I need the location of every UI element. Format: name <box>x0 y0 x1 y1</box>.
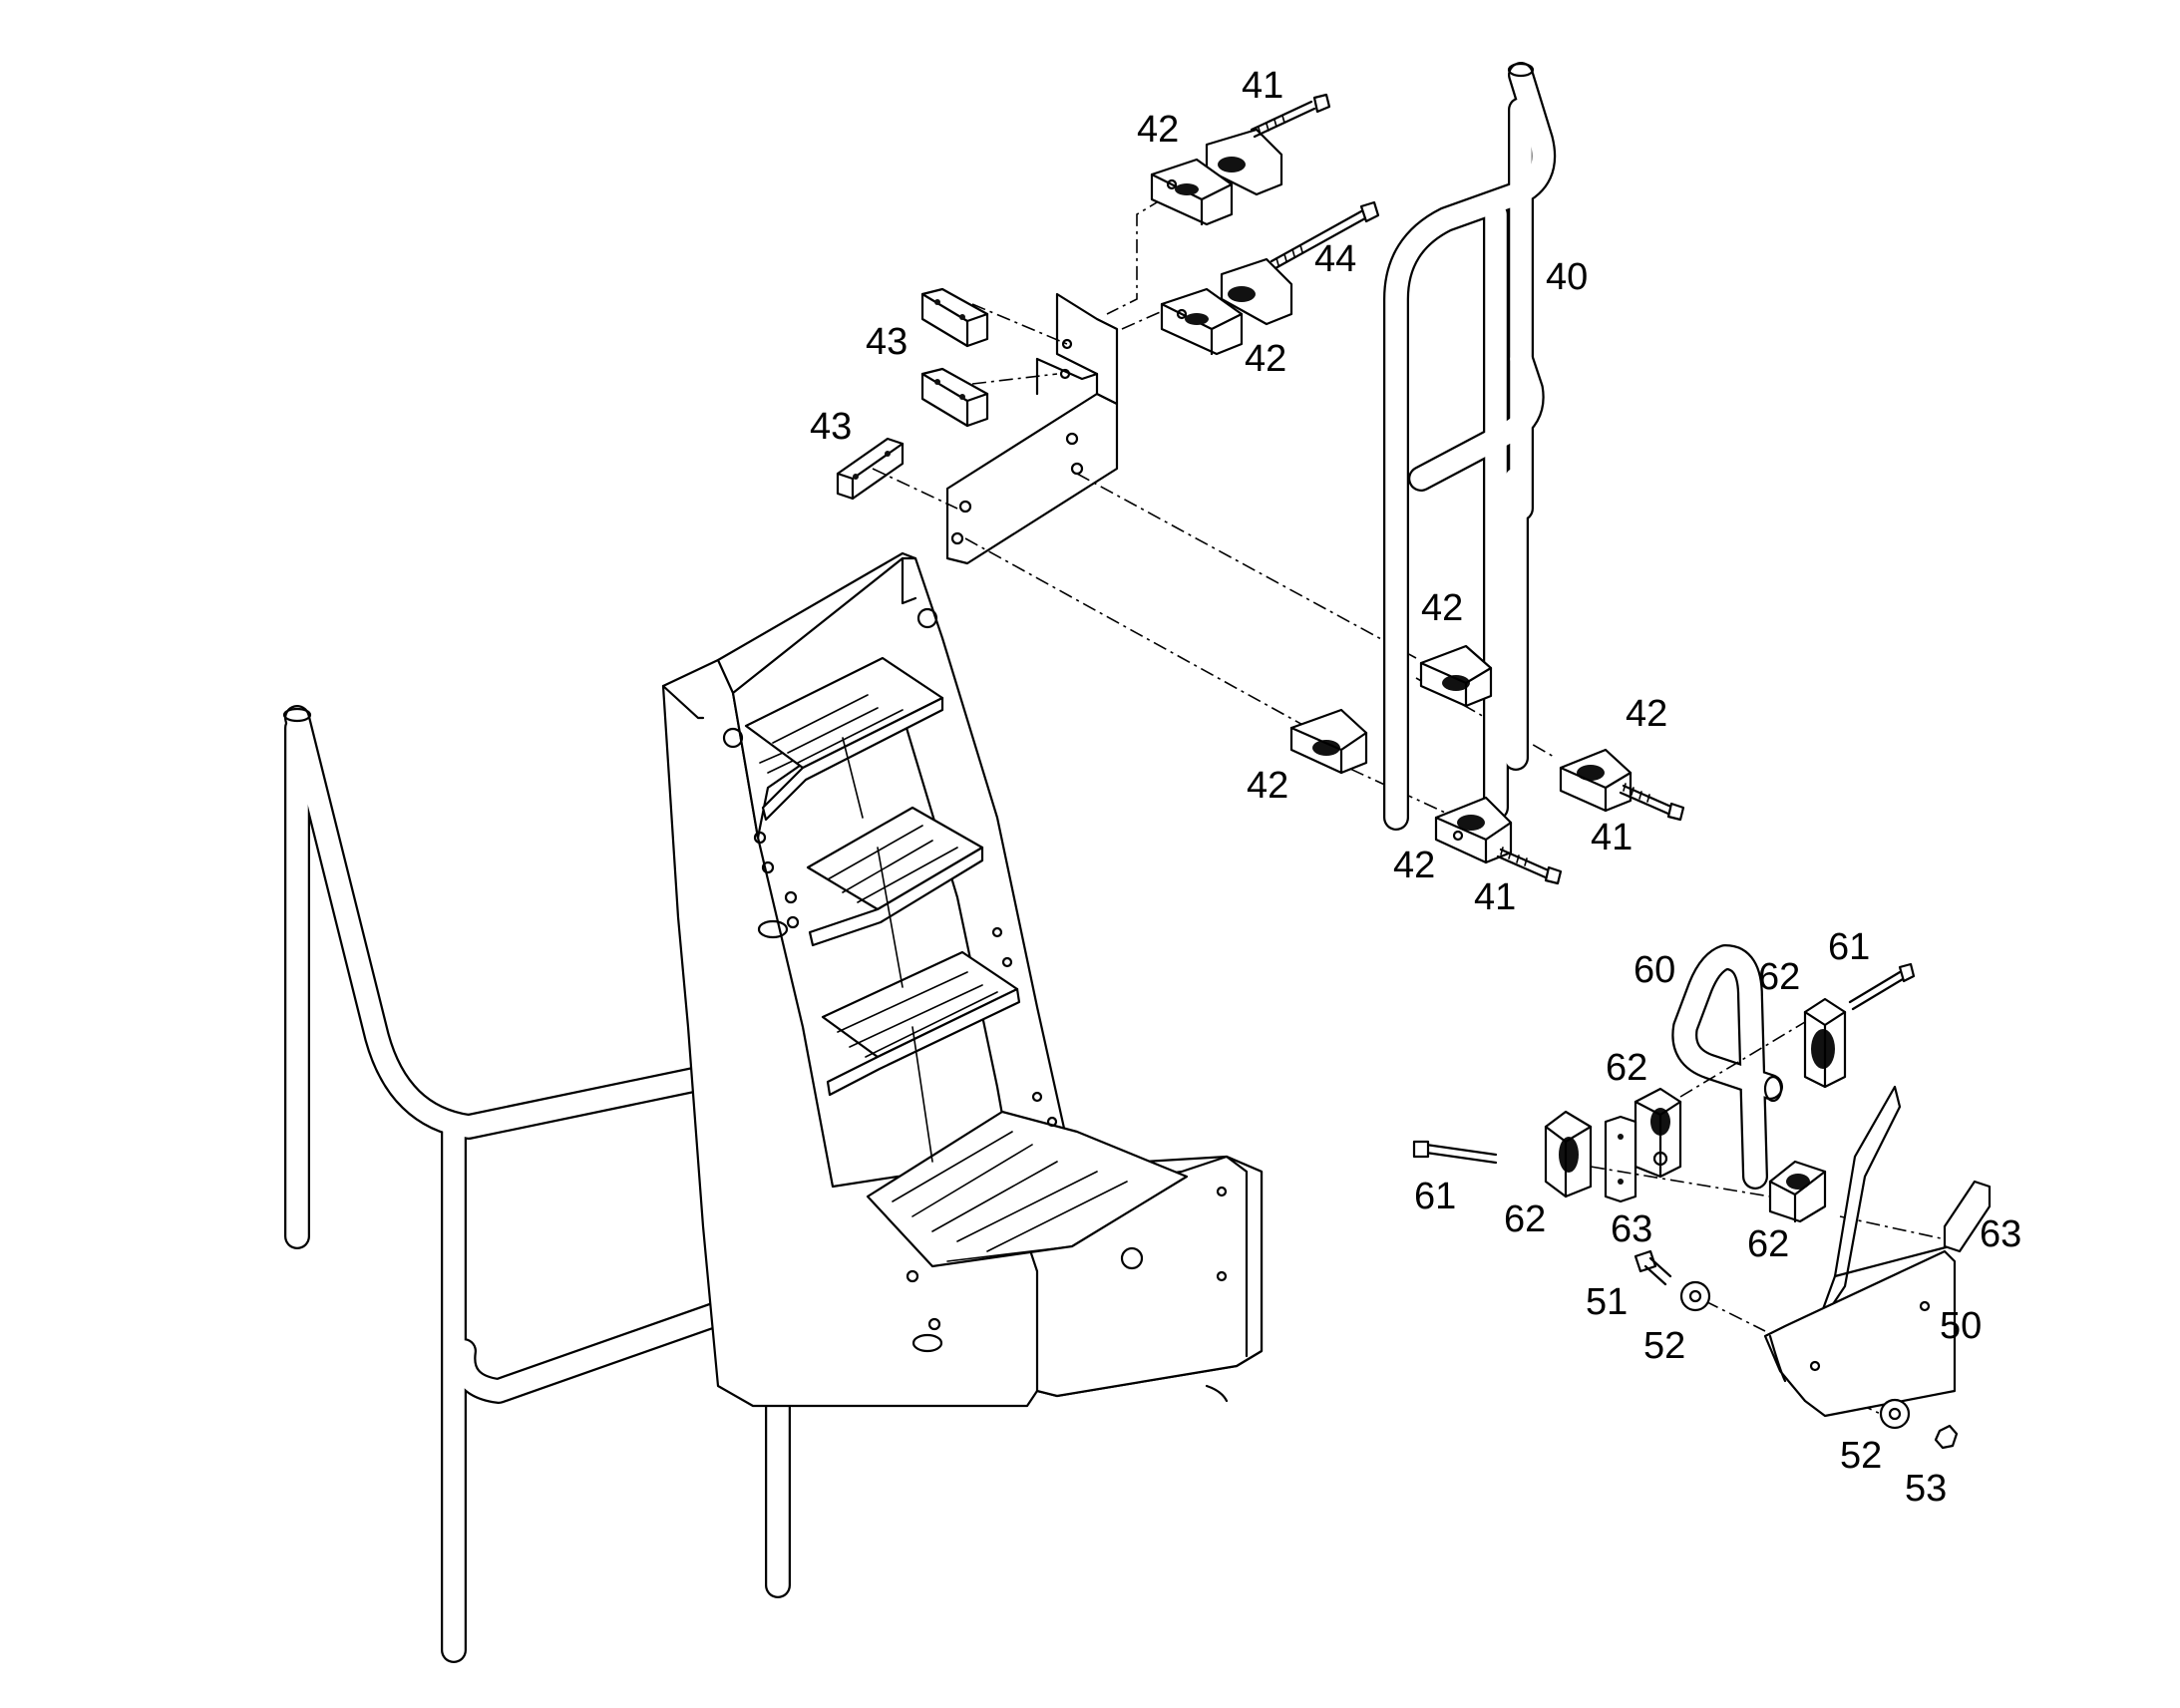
bolt-41-top <box>1250 93 1331 139</box>
clamp-42-mid-b <box>1289 708 1368 775</box>
part-label: 42 <box>1421 587 1463 629</box>
assembly-line <box>1704 1300 1766 1332</box>
pad-43-upper-a <box>920 287 989 348</box>
bracket-50 <box>1763 1085 1957 1418</box>
pad-43-lower <box>836 437 905 501</box>
assembly-line <box>1679 1021 1806 1098</box>
washer-52-upper <box>1679 1280 1711 1312</box>
assembly-line <box>1325 757 1457 819</box>
pad-63-right <box>1943 1180 1992 1253</box>
part-label: 41 <box>1474 876 1516 918</box>
bolt-61-upper <box>1848 962 1916 1011</box>
part-label: 61 <box>1828 926 1870 968</box>
part-label: 62 <box>1606 1047 1647 1089</box>
bolt-44 <box>1270 200 1380 270</box>
clamp-42-upper-b <box>1160 257 1293 356</box>
assembly-line <box>971 303 1068 345</box>
assembly-line <box>872 468 958 510</box>
part-label: 63 <box>1611 1208 1652 1250</box>
clamp-42-upper-a <box>1150 128 1283 226</box>
bolt-61-left <box>1412 1140 1498 1165</box>
part-labels: 41 42 44 40 43 42 43 42 42 42 42 41 42 4… <box>810 65 2021 1510</box>
step-2 <box>806 806 984 947</box>
nut-53 <box>1934 1424 1959 1450</box>
part-label: 43 <box>866 321 908 363</box>
clamp-62-middle <box>1634 1087 1682 1179</box>
clamp-62-right <box>1768 1160 1827 1223</box>
washer-52-lower <box>1879 1398 1911 1430</box>
assembly-line <box>964 537 1327 739</box>
part-label: 62 <box>1504 1198 1546 1240</box>
step-4-landing <box>866 1110 1189 1268</box>
part-label: 60 <box>1634 949 1675 991</box>
part-label: 50 <box>1940 1305 1982 1347</box>
bolt-41-lower <box>1496 847 1563 885</box>
assembly-line <box>1106 198 1163 315</box>
part-label: 42 <box>1626 693 1667 735</box>
bolt-51 <box>1634 1249 1672 1286</box>
part-label: 40 <box>1546 256 1588 298</box>
upper-handrail-40 <box>1383 62 1557 831</box>
part-label: 52 <box>1643 1325 1685 1367</box>
clamp-42-mid-c <box>1559 748 1633 813</box>
step-ladder-assembly <box>661 551 1264 1408</box>
step-1 <box>744 656 944 822</box>
part-label: 41 <box>1242 65 1283 107</box>
pad-63-middle <box>1604 1115 1637 1203</box>
part-label: 44 <box>1314 238 1356 280</box>
part-label: 62 <box>1758 956 1800 998</box>
part-label: 42 <box>1245 338 1286 380</box>
assembly-line <box>1590 1166 1771 1197</box>
clamp-62-left <box>1544 1110 1593 1198</box>
part-label: 41 <box>1591 817 1633 858</box>
small-handle-60 <box>1671 944 1783 1190</box>
assembly-line <box>971 373 1058 385</box>
part-label: 42 <box>1247 765 1288 807</box>
clamp-62-upper <box>1803 997 1847 1089</box>
part-label: 51 <box>1586 1281 1628 1323</box>
mounting-bracket <box>945 292 1119 565</box>
assembly-line <box>1121 308 1168 330</box>
step-3 <box>821 950 1021 1097</box>
assembly-line <box>1839 1215 1956 1242</box>
part-label: 43 <box>810 406 852 448</box>
part-label: 53 <box>1905 1468 1947 1510</box>
pad-43-upper-b <box>920 367 989 428</box>
part-label: 52 <box>1840 1435 1882 1477</box>
clamp-42-mid-a <box>1419 644 1493 708</box>
part-label: 62 <box>1747 1223 1789 1265</box>
part-label: 63 <box>1980 1213 2021 1255</box>
part-label: 61 <box>1414 1176 1456 1217</box>
clamp-42-mid-d <box>1434 796 1513 864</box>
assembly-line <box>1076 473 1417 659</box>
part-label: 42 <box>1137 109 1179 151</box>
bolt-41-right <box>1619 783 1685 822</box>
part-label: 42 <box>1393 845 1435 886</box>
